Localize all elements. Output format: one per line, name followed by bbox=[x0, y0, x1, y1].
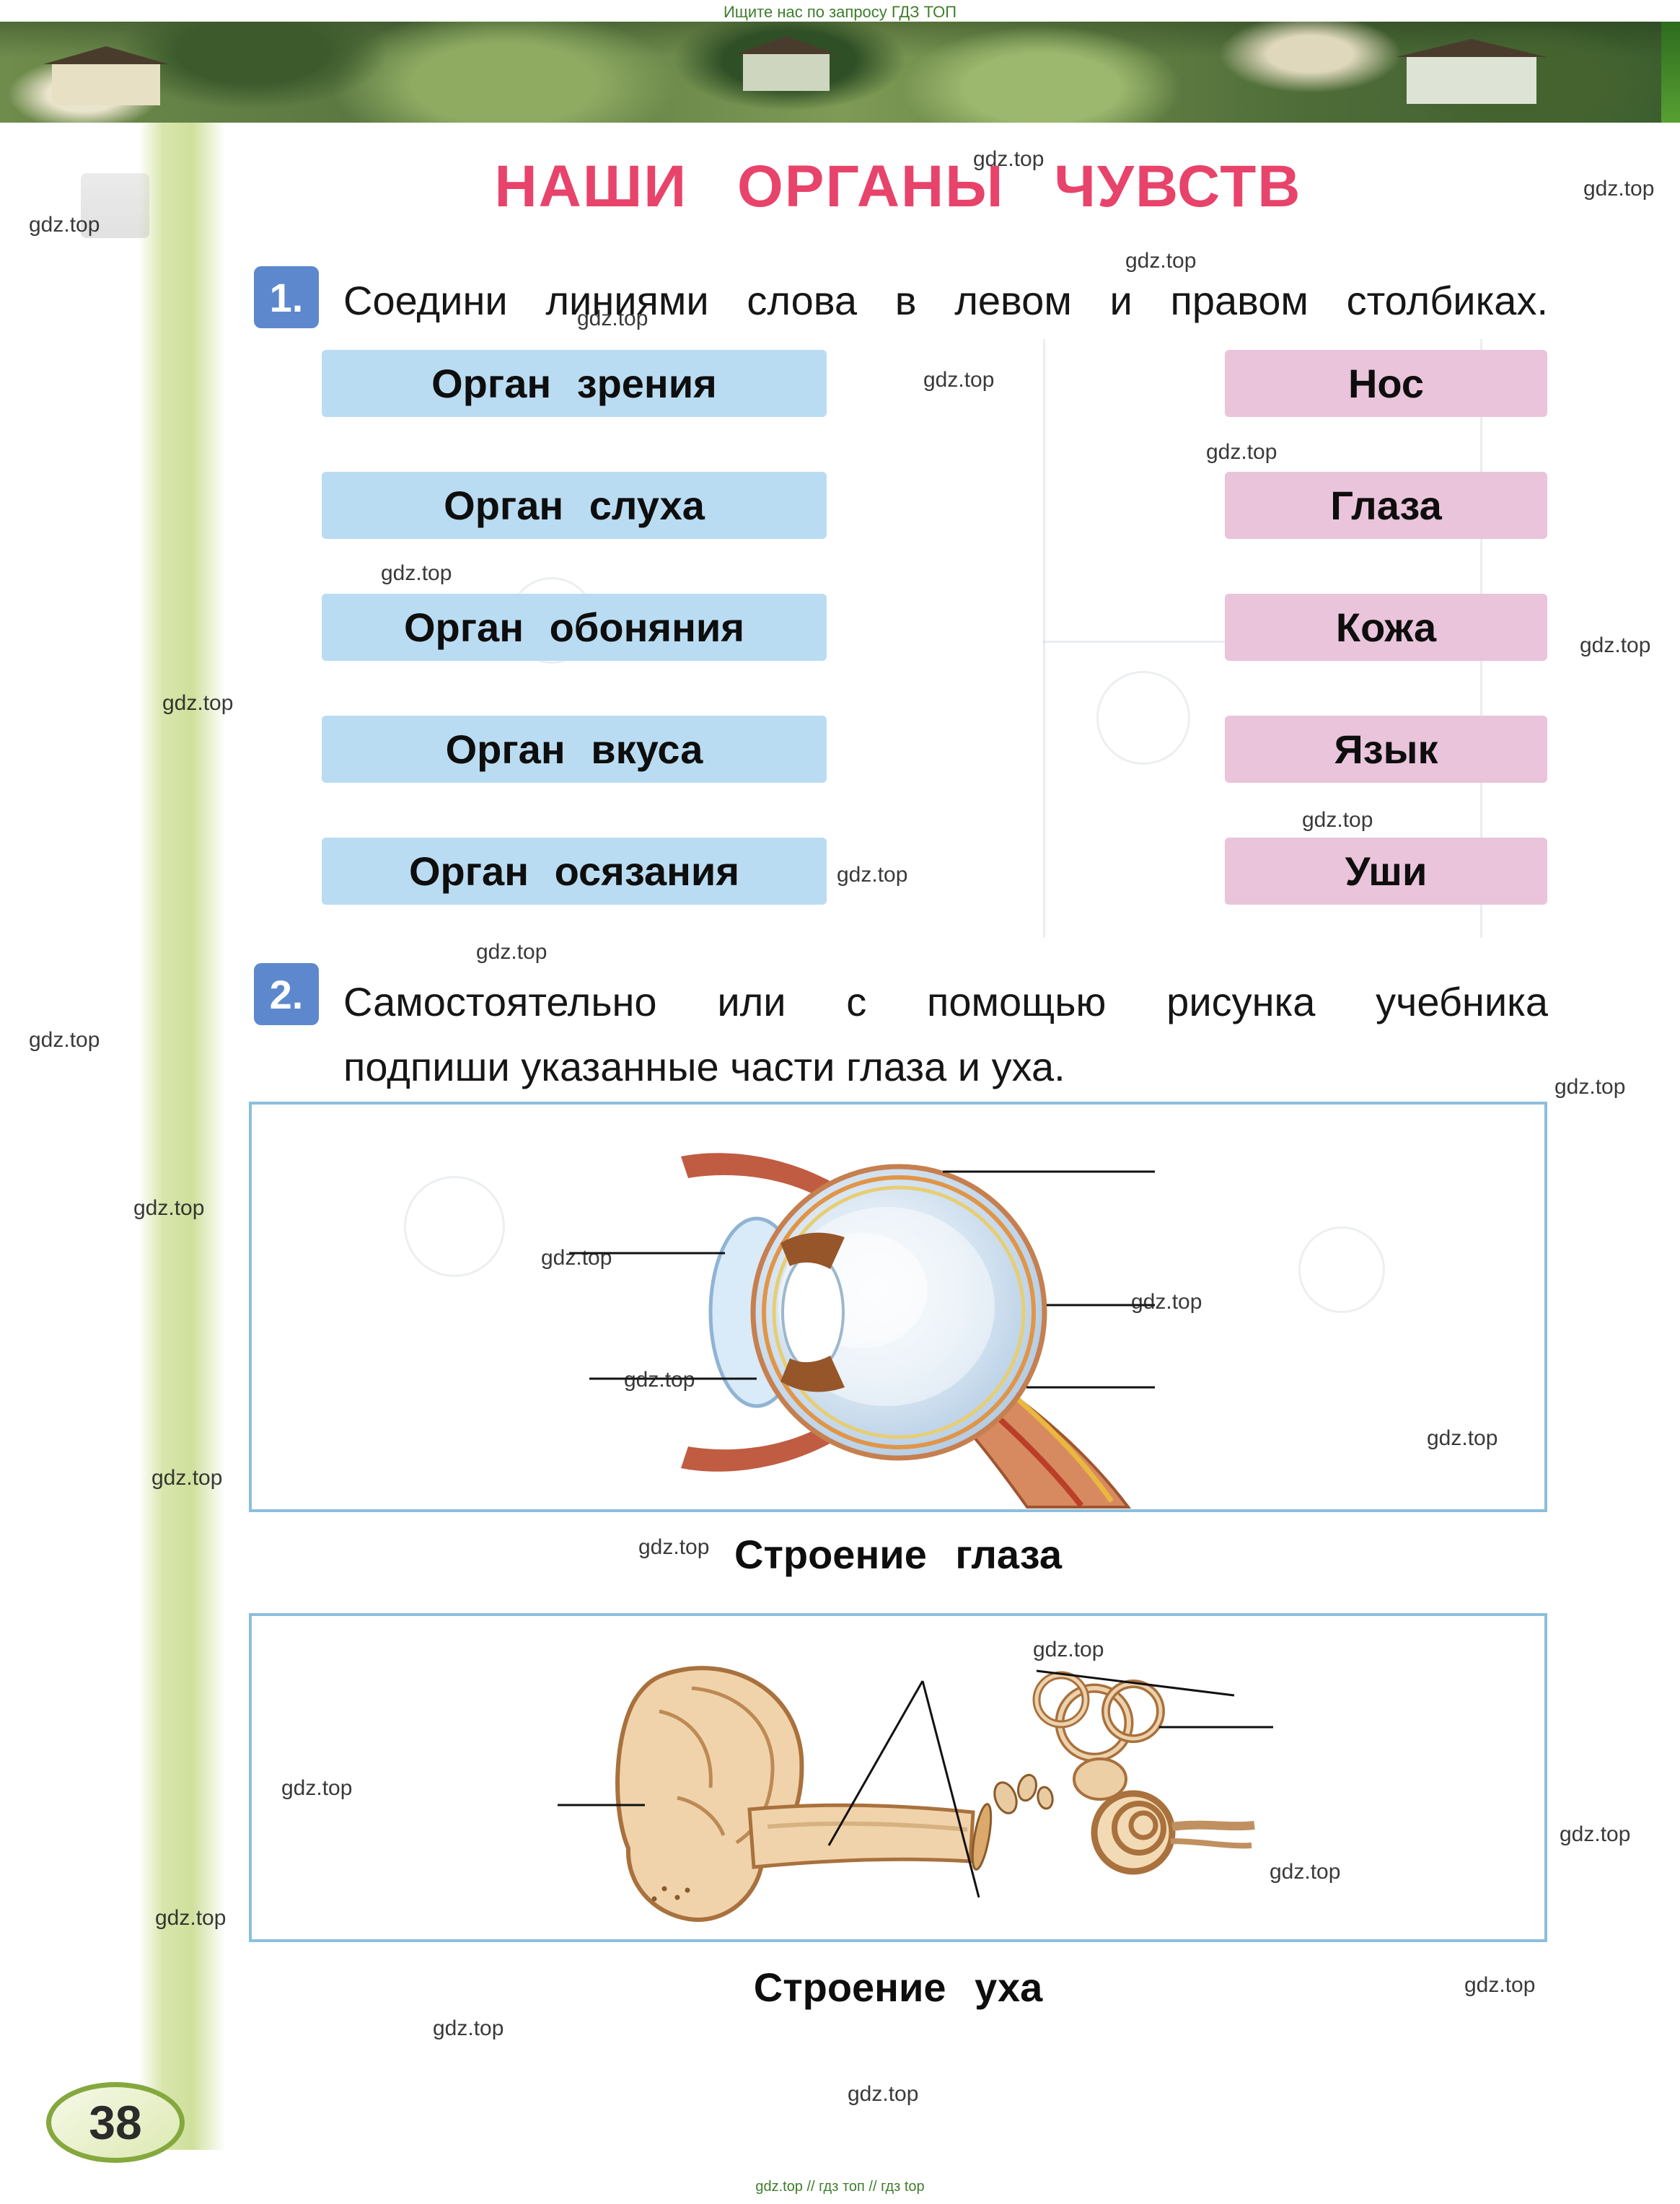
semicircular-canals bbox=[1032, 1671, 1165, 1762]
watermark: gdz.top bbox=[433, 2016, 504, 2040]
watermark: gdz.top bbox=[541, 1246, 612, 1270]
scan-artifact bbox=[81, 173, 149, 238]
watermark: gdz.top bbox=[151, 1466, 223, 1490]
right-term-box: Кожа bbox=[1225, 594, 1547, 661]
right-term-box: Язык bbox=[1225, 716, 1547, 783]
watermark: gdz.top bbox=[1427, 1426, 1498, 1450]
watermark: gdz.top bbox=[1560, 1822, 1631, 1846]
exercise2-instruction-line1: Самостоятельно или с помощью рисунка уче… bbox=[343, 979, 1548, 1024]
footer-note: gdz.top // гдз топ // гдз top bbox=[755, 2179, 925, 2195]
house-illustration bbox=[743, 53, 830, 91]
eardrum bbox=[971, 1803, 993, 1871]
auditory-nerve bbox=[1170, 1820, 1255, 1849]
vestibule bbox=[1073, 1757, 1127, 1801]
cochlea bbox=[1091, 1790, 1176, 1875]
watermark: gdz.top bbox=[1033, 1638, 1104, 1661]
label-lines bbox=[569, 1170, 1155, 1389]
watermark: gdz.top bbox=[848, 2082, 919, 2106]
watermark: gdz.top bbox=[1270, 1860, 1341, 1884]
right-term-box: Уши bbox=[1225, 838, 1547, 905]
eye-figure-frame bbox=[249, 1102, 1547, 1512]
ossicles bbox=[993, 1773, 1054, 1814]
eye-diagram bbox=[569, 1153, 1155, 1509]
exercise2-number: 2. bbox=[254, 963, 319, 1025]
watermark: gdz.top bbox=[155, 1906, 227, 1930]
label-lines bbox=[558, 1669, 1273, 1898]
watermark: gdz.top bbox=[381, 561, 452, 585]
eye-muscles bbox=[681, 1153, 832, 1472]
left-term-box: Орган обоняния bbox=[322, 594, 827, 661]
watermark: gdz.top bbox=[973, 147, 1044, 171]
right-term-box: Нос bbox=[1225, 350, 1547, 417]
outer-ear-pinna bbox=[615, 1666, 804, 1922]
watermark: gdz.top bbox=[1580, 633, 1651, 657]
watermark: gdz.top bbox=[1206, 440, 1277, 464]
exercise1-instruction: Соедини линиями слова в левом и правом с… bbox=[343, 278, 1548, 323]
ghost-circle bbox=[1096, 671, 1190, 765]
ghost-table-line bbox=[1043, 339, 1045, 938]
iris-ciliary-body bbox=[780, 1232, 845, 1392]
watermark: gdz.top bbox=[162, 691, 234, 715]
watermark: gdz.top bbox=[1131, 1290, 1202, 1314]
left-term-box: Орган зрения bbox=[322, 350, 827, 417]
house-illustration bbox=[52, 63, 160, 105]
header-search-note: Ищите нас по запросу ГДЗ ТОП bbox=[723, 3, 957, 21]
ear-figure-caption: Строение уха bbox=[753, 1964, 1043, 2010]
watermark: gdz.top bbox=[837, 863, 908, 887]
watermark: gdz.top bbox=[1302, 808, 1373, 832]
watermark: gdz.top bbox=[923, 368, 995, 392]
left-term-box: Орган осязания bbox=[322, 838, 827, 905]
page-title: НАШИ ОРГАНЫ ЧУВСТВ bbox=[494, 154, 1302, 219]
exercise1-number: 1. bbox=[254, 266, 319, 328]
watermark: gdz.top bbox=[29, 1028, 100, 1052]
lens bbox=[781, 1253, 845, 1371]
watermark: gdz.top bbox=[638, 1535, 710, 1559]
watermark: gdz.top bbox=[1554, 1075, 1626, 1099]
watermark: gdz.top bbox=[1464, 1973, 1536, 1997]
watermark: gdz.top bbox=[281, 1776, 353, 1800]
watermark: gdz.top bbox=[133, 1196, 205, 1220]
ear-figure-frame bbox=[249, 1613, 1547, 1942]
watermark: gdz.top bbox=[1583, 177, 1655, 201]
eye-figure-caption: Строение глаза bbox=[734, 1532, 1062, 1577]
watermark: gdz.top bbox=[476, 940, 547, 964]
watermark: gdz.top bbox=[624, 1368, 695, 1392]
ear-diagram bbox=[558, 1666, 1273, 1922]
page-number-badge: 38 bbox=[46, 2082, 185, 2163]
choroid-ring bbox=[762, 1175, 1036, 1449]
ghost-circle bbox=[1298, 1226, 1385, 1313]
exercise2-instruction: Самостоятельно или с помощью рисунка уче… bbox=[343, 970, 1548, 1099]
header-photo-strip bbox=[0, 22, 1680, 123]
left-term-box: Орган вкуса bbox=[322, 716, 827, 783]
house-illustration bbox=[1407, 56, 1536, 104]
exercise2-instruction-line2: подпиши указанные части глаза и уха. bbox=[343, 1044, 1065, 1089]
right-term-box: Глаза bbox=[1225, 472, 1547, 539]
ghost-circle bbox=[404, 1176, 505, 1277]
left-term-box: Орган слуха bbox=[322, 472, 827, 539]
ear-canal bbox=[747, 1803, 975, 1869]
page-margin-band bbox=[138, 123, 225, 2150]
watermark: gdz.top bbox=[1125, 249, 1197, 273]
watermark: gdz.top bbox=[577, 307, 648, 330]
retina-ring bbox=[772, 1185, 1026, 1439]
watermark: gdz.top bbox=[29, 213, 100, 237]
